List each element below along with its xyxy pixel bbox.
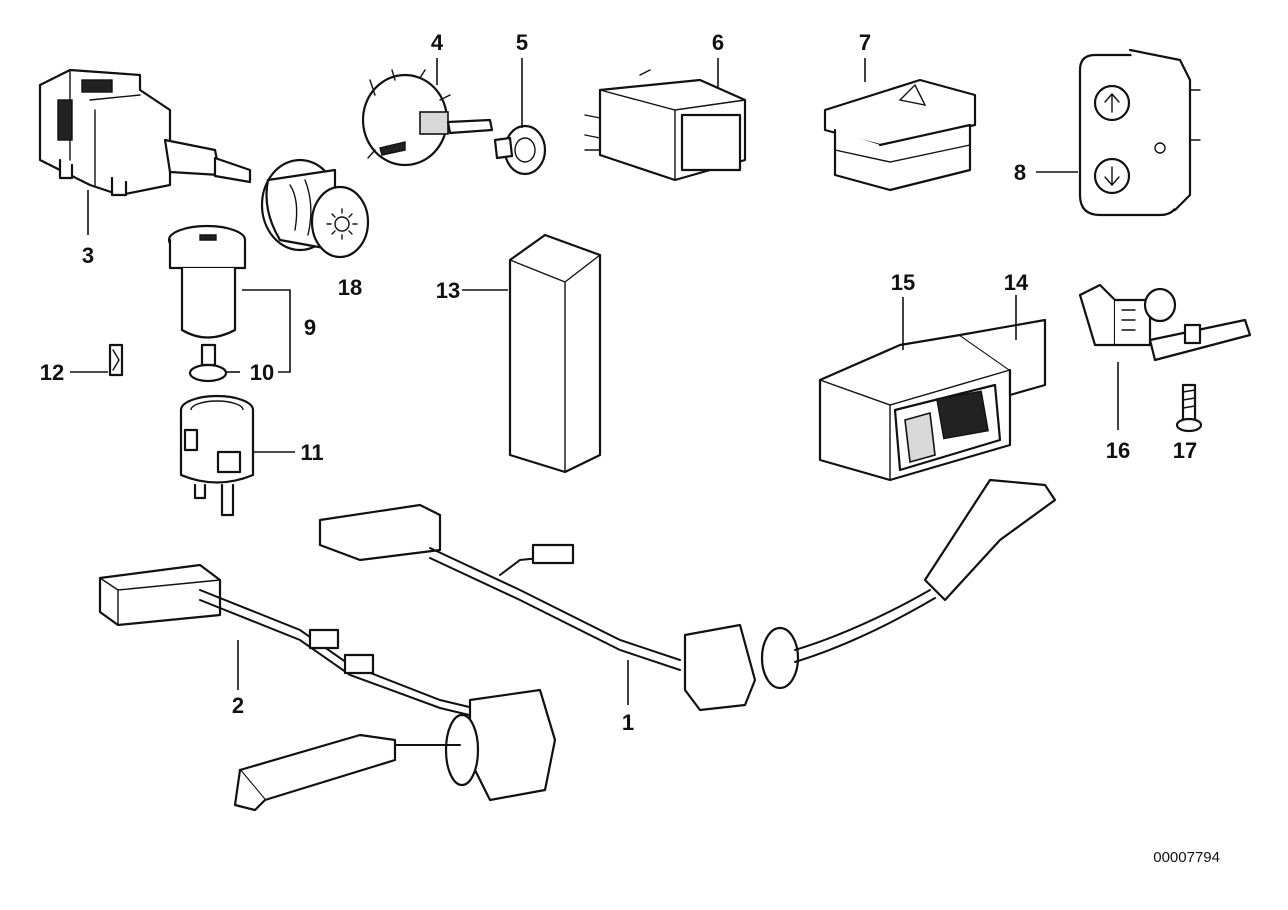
part-4-rotary-switch [361,69,494,167]
callout-8: 8 [1014,160,1026,185]
callout-15: 15 [891,270,915,295]
callout-11: 11 [300,440,323,465]
part-5-knob [493,124,547,176]
callout-9: 9 [304,315,316,340]
leader-lines [70,58,1119,705]
callout-1: 1 [622,710,634,735]
part-9-lighter-insert [167,224,247,339]
part-1-stalk-harness [318,478,1057,712]
callout-3: 3 [82,243,94,268]
callout-5: 5 [516,30,528,55]
part-11-lighter-socket [179,394,255,517]
part-8-window-switch [1078,48,1201,217]
part-13-relay [508,233,602,474]
callout-labels: 3 4 5 6 7 8 9 10 11 12 13 14 15 16 17 18… [40,30,1197,735]
hazard-triangle-icon [898,83,927,106]
part-15-control-panel [818,333,1012,482]
callout-13: 13 [436,278,460,303]
callout-2: 2 [232,693,244,718]
callout-12: 12 [40,360,64,385]
callout-14: 14 [1004,270,1029,295]
part-6-relay-module [584,69,747,182]
part-18-light-knob [260,158,370,259]
callout-10: 10 [250,360,274,385]
part-10-lighter-element [188,343,228,383]
callout-17: 17 [1173,438,1197,463]
part-16-bracket [1078,283,1252,362]
part-3-pedal-switch [38,68,252,197]
part-17-screw [1175,383,1203,433]
callout-18: 18 [338,275,362,300]
callout-4: 4 [431,30,444,55]
callout-7: 7 [859,30,871,55]
diagram-reference-number: 00007794 [1153,849,1220,866]
part-2-stalk-harness [98,563,557,812]
callout-6: 6 [712,30,724,55]
light-symbol-icon [326,208,358,240]
part-7-hazard-switch [823,78,977,192]
part-12-bulb [108,343,124,377]
callout-16: 16 [1106,438,1130,463]
